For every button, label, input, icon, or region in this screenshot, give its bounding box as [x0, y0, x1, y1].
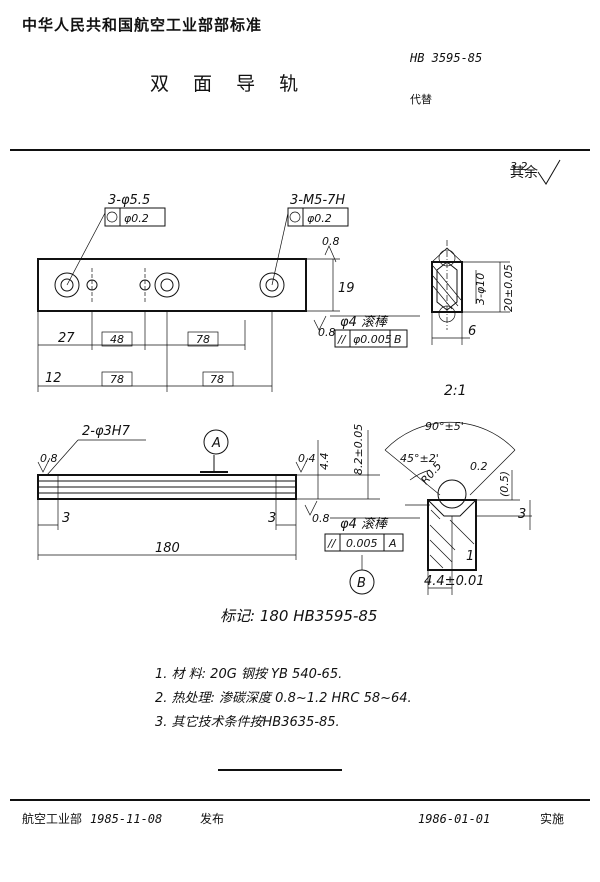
parallel-tol-top: φ0.005	[353, 333, 392, 346]
hole-5-outer	[259, 272, 285, 298]
hole-4-outer	[154, 272, 180, 298]
hole-note-2: 3-M5-7H	[290, 193, 345, 208]
dim-20: 20±0.05	[502, 264, 515, 312]
roughness-04: 0.4	[298, 452, 316, 465]
issue-date: 1985-11-08	[90, 812, 163, 826]
replaces-label: 代替	[410, 93, 432, 106]
callout-a: A	[211, 436, 221, 451]
organization-title: 中华人民共和国航空工业部部标准	[22, 16, 263, 34]
hole-tol-1: φ0.2	[124, 212, 149, 225]
angle-45: 45°±2'	[400, 452, 439, 465]
roller-label-top: φ4 滚棒	[340, 315, 389, 330]
technical-notes: 1. 材 料: 20G 钢按 YB 540-65. 2. 热处理: 渗碳深度 0…	[155, 668, 412, 740]
callout-b: B	[357, 576, 366, 591]
hole-1-inner	[60, 278, 74, 292]
detail-roller	[437, 479, 467, 509]
implement-label: 实施	[540, 812, 565, 826]
datum-b: B	[394, 333, 402, 346]
dim-12: 12	[45, 371, 62, 386]
pin-note: 2-φ3H7	[82, 424, 131, 439]
roughness-value: 3.2	[510, 160, 528, 173]
dim-78c: 78	[210, 373, 224, 386]
issuer: 航空工业部	[22, 812, 83, 826]
hole-tol-2: φ0.2	[307, 212, 332, 225]
dim-82: 8.2±0.05	[352, 424, 365, 475]
part-marking: 标记: 180 HB3595-85	[220, 607, 378, 625]
roughness-08-left: 0.8	[40, 452, 58, 465]
hole-note-1: 3-φ5.5	[108, 193, 150, 208]
dim-48: 48	[110, 333, 124, 346]
svg-text://: //	[337, 333, 347, 346]
detail-angle-arc	[384, 421, 516, 451]
dim-44-front: 4.4	[318, 453, 331, 471]
dim-180: 180	[155, 541, 180, 556]
dim-6: 6	[468, 324, 476, 339]
note-item: 3. 其它技术条件按HB3635-85.	[155, 715, 340, 730]
note-item: 2. 热处理: 渗碳深度 0.8~1.2 HRC 58~64.	[155, 691, 412, 706]
roughness-08-bottom: 0.8	[312, 512, 330, 525]
dim-3-right: 3	[268, 511, 276, 526]
rail-top-view	[37, 258, 307, 312]
parallel-tol-front: 0.005	[346, 537, 378, 550]
note-item: 1. 材 料: 20G 钢按 YB 540-65.	[155, 667, 343, 682]
roughness-02: 0.2	[470, 460, 488, 473]
hole-1-outer	[54, 272, 80, 298]
dim-05: (0.5)	[498, 471, 511, 497]
roughness-08-top: 0.8	[322, 235, 340, 248]
svg-text://: //	[327, 537, 337, 550]
angle-90: 90°±5'	[425, 420, 464, 433]
effective-date: 1986-01-01	[418, 812, 491, 826]
dim-3-left: 3	[62, 511, 70, 526]
hole-4-inner	[160, 278, 174, 292]
dim-3-detail: 3	[518, 507, 526, 522]
dim-44-detail: 4.4±0.01	[424, 574, 485, 589]
roughness-08-side: 0.8	[318, 326, 336, 339]
dim-height-19: 19	[338, 281, 355, 296]
standard-code: HB 3595-85	[410, 51, 483, 65]
dim-1-detail: 1	[466, 549, 474, 564]
roller-label-front: φ4 滚棒	[340, 517, 389, 532]
document-title: 双 面 导 轨	[150, 73, 308, 95]
publish-label: 发布	[200, 812, 225, 826]
roughness-label: 其余	[510, 165, 538, 181]
roughness-symbol	[537, 159, 561, 185]
datum-a: A	[388, 537, 397, 550]
hole-5-inner	[265, 278, 279, 292]
dim-78b: 78	[110, 373, 124, 386]
drawing-scale: 2:1	[444, 383, 467, 399]
dim-3phi10: 3-φ10	[474, 273, 487, 305]
dim-78a: 78	[196, 333, 210, 346]
dim-27: 27	[58, 331, 75, 346]
